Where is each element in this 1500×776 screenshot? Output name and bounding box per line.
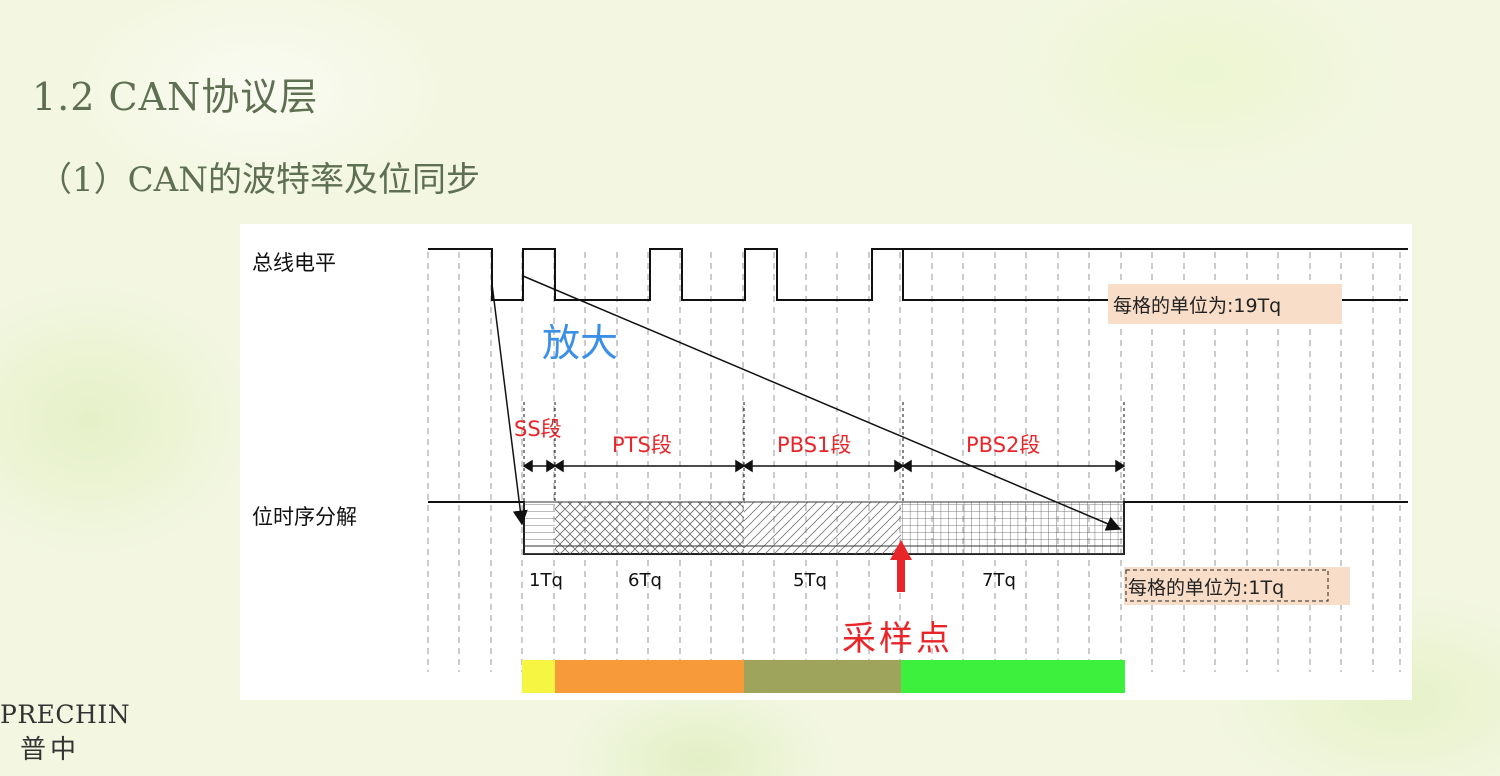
can-bit-timing-diagram: 总线电平 位时序分解 放大 每格的单位为:19Tq 每格的单位为:1Tq SS段… (240, 224, 1412, 700)
ss-segment-hatch (524, 502, 555, 554)
segment-name-pbs1: PBS1段 (777, 433, 851, 457)
zoom-line-right (522, 275, 1122, 531)
segment-dimension-arrows (522, 459, 1126, 473)
segment-tq-ss: 1Tq (529, 570, 563, 591)
brand-name-cn: 普中 (20, 735, 81, 765)
bus-level-label: 总线电平 (252, 251, 336, 275)
bus-level-waveform (428, 248, 1408, 301)
slide-title: 1.2 CAN协议层 (32, 75, 319, 119)
segment-name-ss: SS段 (514, 417, 562, 441)
segment-tq-pts: 6Tq (628, 570, 662, 591)
pts-segment-hatch (555, 502, 744, 554)
color-bar-ss (522, 660, 555, 693)
color-bar-pbs2 (901, 660, 1125, 693)
pbs2-segment-hatch (901, 502, 1124, 554)
color-bar-pts (555, 660, 744, 693)
zoom-label: 放大 (542, 321, 618, 365)
slide-subtitle: （1）CAN的波特率及位同步 (38, 160, 480, 200)
unit-note-bottom: 每格的单位为:1Tq (1128, 577, 1284, 599)
unit-note-top: 每格的单位为:19Tq (1113, 295, 1281, 317)
brand-logo: PRECHIN 普中 (0, 698, 131, 768)
color-bar-pbs1 (744, 660, 901, 693)
unit-note-top-bg (1108, 284, 1342, 324)
unit-note-bottom-bg (1124, 567, 1350, 605)
zoom-line-left (491, 283, 528, 526)
sample-point-arrow (890, 540, 912, 592)
segment-tq-pbs1: 5Tq (793, 570, 827, 591)
brand-name-en: PRECHIN (0, 700, 131, 729)
segment-name-pts: PTS段 (612, 433, 672, 457)
bit-timing-label: 位时序分解 (252, 505, 357, 529)
segment-name-pbs2: PBS2段 (966, 433, 1040, 457)
segment-tq-pbs2: 7Tq (982, 570, 1016, 591)
pbs1-segment-hatch (744, 502, 901, 554)
sample-point-label: 采样点 (842, 619, 953, 659)
